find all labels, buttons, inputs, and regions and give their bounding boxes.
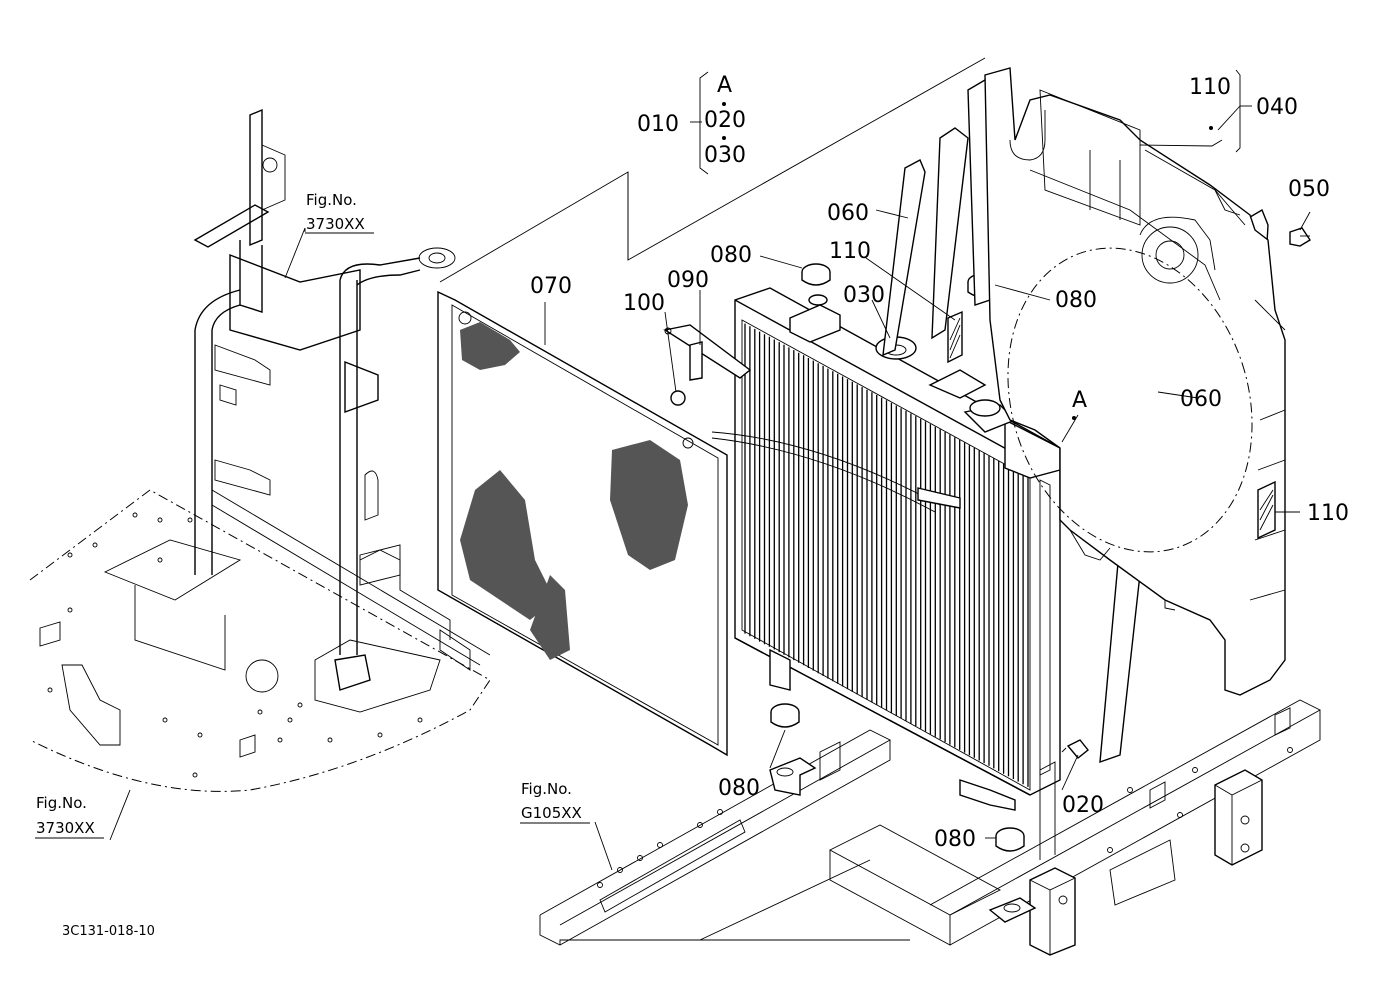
fig-ref-bottom-label: Fig.No. xyxy=(521,780,572,798)
radiator-caps-and-bracket xyxy=(663,294,1017,513)
drawing-code: 3C131-018-10 xyxy=(62,924,155,939)
callout-060-right: 060 xyxy=(1180,387,1222,412)
radiator-support-frame xyxy=(193,108,491,691)
callout-labels: 010 A 020 030 110 040 050 060 080 110 03… xyxy=(530,73,1349,852)
callout-100: 100 xyxy=(623,291,665,316)
callout-010: 010 xyxy=(637,112,679,137)
fan-shroud xyxy=(947,67,1286,696)
radiator-screen xyxy=(437,290,728,757)
fig-ref-bottom-number: G105XX xyxy=(521,804,582,822)
drain-plug-020 xyxy=(1061,739,1089,759)
bolt-050 xyxy=(1289,227,1311,247)
callout-110-mid: 110 xyxy=(829,239,871,264)
callout-020-bottom: 020 xyxy=(1062,793,1104,818)
callout-080-bottom: 080 xyxy=(718,776,760,801)
leader-lines xyxy=(109,69,1311,871)
radiator-fins xyxy=(744,323,1029,787)
mount-bottom-right xyxy=(995,827,1025,852)
dot-a-top xyxy=(722,102,726,106)
figure-references: Fig.No. 3730XX Fig.No. 3730XX Fig.No. G1… xyxy=(35,191,590,839)
fan-outline xyxy=(1007,247,1253,553)
callout-080-low: 080 xyxy=(934,827,976,852)
fig-ref-left-label: Fig.No. xyxy=(36,794,87,812)
callout-110-top: 110 xyxy=(1189,75,1231,100)
floor-plate xyxy=(29,489,491,792)
callout-080-right: 080 xyxy=(1055,288,1097,313)
fig-ref-left-number: 3730XX xyxy=(36,819,95,837)
callout-030-mid: 030 xyxy=(843,283,885,308)
callout-050: 050 xyxy=(1288,177,1330,202)
callout-090: 090 xyxy=(667,268,709,293)
base-frame xyxy=(539,699,1321,956)
callout-a-mid: A xyxy=(1072,388,1087,413)
callout-110-right: 110 xyxy=(1307,501,1349,526)
dot-040 xyxy=(1209,126,1213,130)
dot-020-top xyxy=(722,136,726,140)
fig-ref-top-number: 3730XX xyxy=(306,215,365,233)
fig-ref-top-label: Fig.No. xyxy=(306,191,357,209)
callout-060-left: 060 xyxy=(827,201,869,226)
dot-a-mid xyxy=(1072,416,1076,420)
callout-070: 070 xyxy=(530,274,572,299)
mount-bottom-left xyxy=(770,703,800,728)
exploded-view-boundary xyxy=(439,57,986,283)
callout-020-top: 020 xyxy=(704,108,746,133)
callout-030-top: 030 xyxy=(704,143,746,168)
callout-040: 040 xyxy=(1256,95,1298,120)
callout-a-top: A xyxy=(717,73,732,98)
mount-top-left xyxy=(801,263,831,286)
callout-080-top: 080 xyxy=(710,243,752,268)
